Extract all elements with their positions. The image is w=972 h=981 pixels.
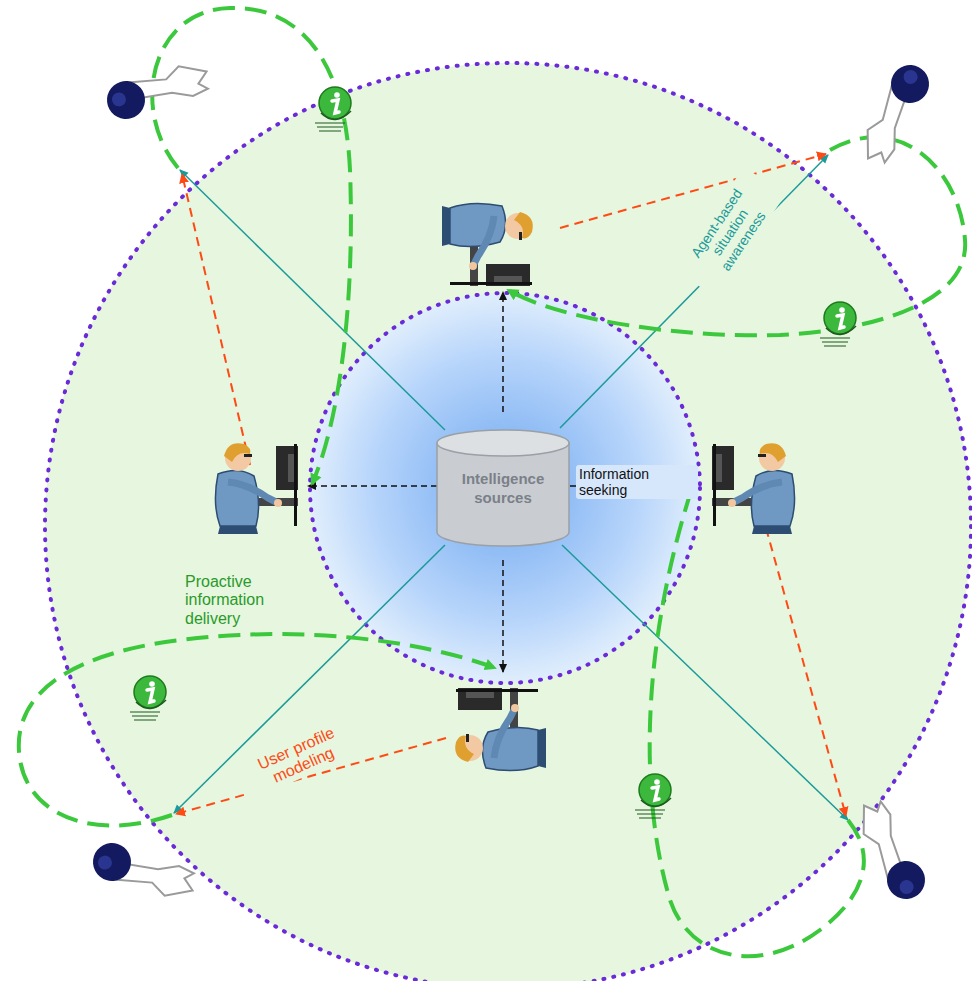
cylinder-shape	[436, 429, 570, 547]
node-text: Intelligence sources	[448, 469, 558, 508]
information-seeking-label: Information seeking	[576, 465, 698, 499]
proactive-delivery-label: Proactive information delivery	[182, 572, 288, 629]
data-store-cylinder: Intelligence sources	[436, 429, 570, 547]
